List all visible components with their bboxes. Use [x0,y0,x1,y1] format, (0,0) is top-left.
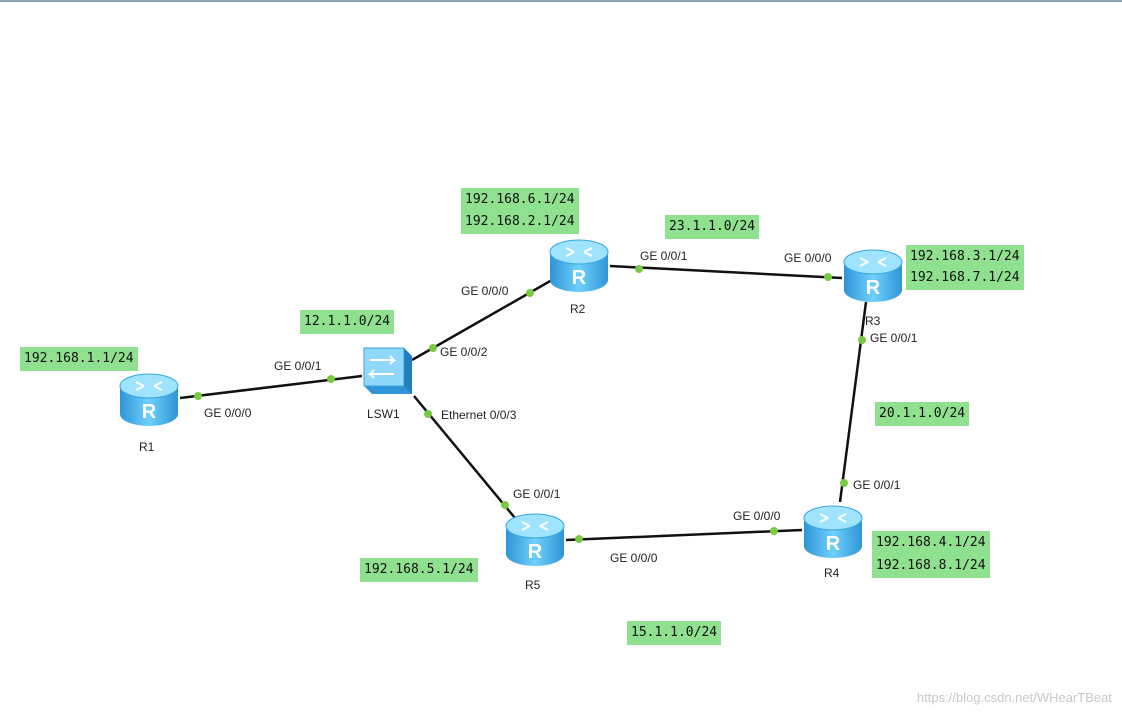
port-label-r4-ge000: GE 0/0/0 [733,509,781,523]
note-r5-network: 192.168.5.1/24 [360,558,478,582]
note-r3-network-1: 192.168.3.1/24 [906,245,1024,269]
port-label-r4-ge001: GE 0/0/1 [853,478,901,492]
svg-text:R: R [866,277,881,299]
port-label-r5-ge001: GE 0/0/1 [513,487,561,501]
svg-text:R: R [572,267,587,289]
svg-text:R: R [528,541,543,563]
port-label-lsw1-ge002: GE 0/0/2 [440,345,488,359]
device-label-r1: R1 [139,440,155,454]
note-r3-r4-network: 20.1.1.0/24 [875,402,970,426]
port-label-lsw1-eth003: Ethernet 0/0/3 [441,408,517,422]
note-r2-r3-network: 23.1.1.0/24 [665,215,760,239]
port-dot-lsw1-ge001 [327,375,335,383]
router-icon: R [803,505,863,558]
port-label-lsw1-ge001: GE 0/0/1 [274,359,322,373]
router-r5[interactable]: R [504,512,566,568]
router-icon: R [843,249,903,302]
port-label-r3-ge001: GE 0/0/1 [870,331,918,345]
window-top-border [0,0,1122,2]
note-r4-network-2: 192.168.8.1/24 [872,554,990,578]
svg-text:R: R [142,401,157,423]
switch-lsw1[interactable] [360,344,416,398]
watermark-text: https://blog.csdn.net/WHearTBeat [916,690,1112,705]
router-r2[interactable]: R [548,238,610,294]
port-dot-r4-ge000 [770,527,778,535]
port-label-r2-ge001: GE 0/0/1 [640,249,688,263]
note-r3-network-2: 192.168.7.1/24 [906,266,1024,290]
router-icon: R [119,373,179,426]
port-label-r3-ge000: GE 0/0/0 [784,251,832,265]
port-dot-r2-ge000 [526,289,534,297]
port-dot-r5-ge001 [501,501,509,509]
device-label-lsw1: LSW1 [367,407,400,421]
device-label-r3: R3 [865,314,881,328]
port-dot-r2-ge001 [635,265,643,273]
port-dot-r4-ge001 [840,479,848,487]
link-r3-r4 [838,301,868,503]
note-r2-network-2: 192.168.2.1/24 [461,210,579,234]
note-r4-r5-network: 15.1.1.0/24 [627,621,722,645]
device-label-r4: R4 [824,566,840,580]
port-dot-r1-ge000 [194,392,202,400]
note-r4-network-1: 192.168.4.1/24 [872,531,990,555]
port-dot-r5-ge000 [575,535,583,543]
note-r2-network-1: 192.168.6.1/24 [461,188,579,212]
port-label-r1-ge000: GE 0/0/0 [204,406,252,420]
svg-text:R: R [826,533,841,555]
router-icon: R [549,239,609,292]
router-r1[interactable]: R [118,372,180,428]
note-switch-network: 12.1.1.0/24 [300,310,395,334]
router-icon: R [505,513,565,566]
port-label-r5-ge000: GE 0/0/0 [610,551,658,565]
link-r2-r3 [609,264,843,280]
router-r4[interactable]: R [802,504,864,560]
device-label-r2: R2 [570,302,586,316]
switch-icon [363,347,412,394]
port-label-r2-ge000: GE 0/0/0 [461,284,509,298]
router-r3[interactable]: R [842,248,904,304]
note-r1-network: 192.168.1.1/24 [20,347,138,371]
port-dot-r3-ge000 [824,273,832,281]
link-r5-r4 [565,528,803,542]
device-label-r5: R5 [525,578,541,592]
port-dot-lsw1-eth003 [424,410,432,418]
port-dot-lsw1-ge002 [429,344,437,352]
port-dot-r3-ge001 [858,336,866,344]
